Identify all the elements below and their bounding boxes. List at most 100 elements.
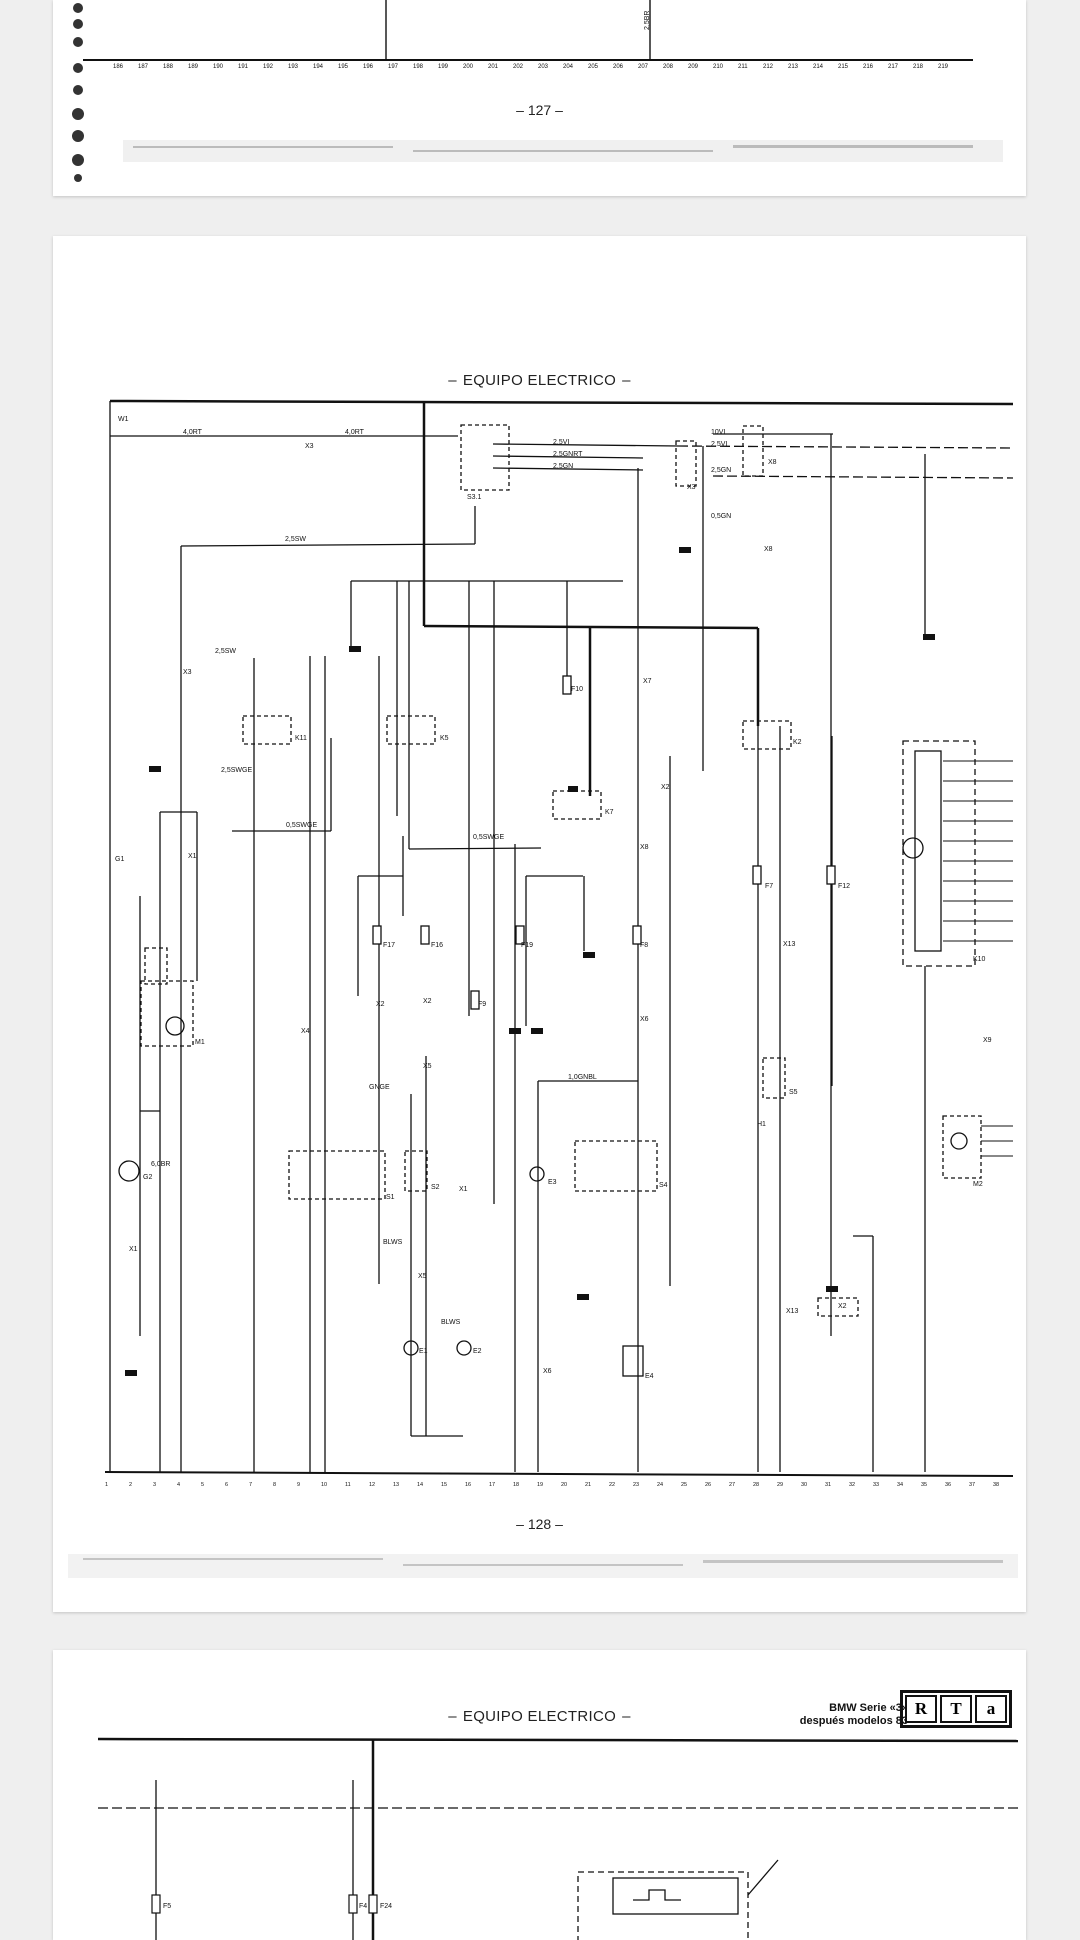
svg-text:F12: F12	[838, 883, 850, 890]
svg-text:2,5SWGE: 2,5SWGE	[221, 767, 252, 774]
svg-text:31: 31	[825, 1482, 831, 1488]
svg-text:F9: F9	[478, 1001, 486, 1008]
svg-text:BLWS: BLWS	[383, 1239, 403, 1246]
svg-text:195: 195	[338, 64, 349, 70]
svg-text:BLWS: BLWS	[441, 1319, 461, 1326]
svg-text:207: 207	[638, 64, 649, 70]
svg-text:2,5GN: 2,5GN	[553, 463, 573, 470]
svg-text:2,5SW: 2,5SW	[215, 648, 236, 655]
brand-line-2: después modelos 83	[799, 1715, 908, 1727]
header-text: EQUIPO ELECTRICO	[462, 372, 617, 389]
svg-text:27: 27	[729, 1482, 735, 1488]
page-129: –EQUIPO ELECTRICO– BMW Serie «3» después…	[53, 1650, 1026, 1940]
svg-text:W1: W1	[118, 416, 129, 423]
svg-text:192: 192	[263, 64, 274, 70]
svg-text:198: 198	[413, 64, 424, 70]
svg-text:X1: X1	[129, 1246, 138, 1253]
svg-text:204: 204	[563, 64, 574, 70]
svg-text:X8: X8	[768, 459, 777, 466]
svg-text:215: 215	[838, 64, 849, 70]
svg-text:F19: F19	[521, 942, 533, 949]
svg-text:22: 22	[609, 1482, 615, 1488]
svg-text:211: 211	[738, 64, 748, 70]
svg-text:35: 35	[921, 1482, 927, 1488]
svg-text:GNGE: GNGE	[369, 1084, 390, 1091]
svg-text:2: 2	[129, 1482, 132, 1488]
svg-text:212: 212	[763, 64, 774, 70]
svg-text:X4: X4	[301, 1028, 310, 1035]
svg-text:206: 206	[613, 64, 624, 70]
svg-text:F4: F4	[359, 1903, 367, 1910]
svg-text:38: 38	[993, 1482, 999, 1488]
svg-text:S5: S5	[789, 1089, 798, 1096]
svg-text:S1: S1	[386, 1194, 395, 1201]
svg-text:208: 208	[663, 64, 674, 70]
svg-text:X2: X2	[423, 998, 432, 1005]
svg-text:2,5SW: 2,5SW	[285, 536, 306, 543]
svg-text:K2: K2	[793, 739, 802, 746]
svg-text:189: 189	[188, 64, 199, 70]
svg-text:X13: X13	[786, 1308, 799, 1315]
svg-text:10VI: 10VI	[711, 429, 725, 436]
svg-text:G2: G2	[143, 1174, 152, 1181]
rta-logo: R T a	[900, 1690, 1012, 1728]
svg-text:X8: X8	[764, 546, 773, 553]
page-128: –EQUIPO ELECTRICO–	[53, 236, 1026, 1612]
svg-text:193: 193	[288, 64, 299, 70]
svg-text:X1: X1	[459, 1186, 468, 1193]
svg-text:20: 20	[561, 1482, 567, 1488]
svg-text:19: 19	[537, 1482, 543, 1488]
svg-text:190: 190	[213, 64, 224, 70]
brand-line-1: BMW Serie «3»	[829, 1702, 908, 1714]
svg-text:213: 213	[788, 64, 799, 70]
wire-label: 2,5BR	[644, 11, 651, 30]
svg-text:217: 217	[888, 64, 899, 70]
svg-text:S4: S4	[659, 1182, 668, 1189]
svg-text:F17: F17	[383, 942, 395, 949]
svg-text:218: 218	[913, 64, 924, 70]
svg-text:26: 26	[705, 1482, 711, 1488]
page-number: – 127 –	[516, 102, 563, 118]
svg-text:33: 33	[873, 1482, 879, 1488]
publication-brand: BMW Serie «3» después modelos 83	[800, 1702, 908, 1728]
svg-text:186: 186	[113, 64, 124, 70]
svg-text:E4: E4	[645, 1373, 654, 1380]
svg-text:14: 14	[417, 1482, 423, 1488]
svg-text:X7: X7	[643, 678, 652, 685]
svg-text:X5: X5	[418, 1273, 427, 1280]
svg-text:36: 36	[945, 1482, 951, 1488]
svg-text:2,5GN: 2,5GN	[711, 467, 731, 474]
svg-text:X3: X3	[305, 443, 314, 450]
svg-text:2,5VI: 2,5VI	[553, 439, 569, 446]
logo-letter: T	[940, 1695, 972, 1723]
svg-text:188: 188	[163, 64, 174, 70]
svg-text:25: 25	[681, 1482, 687, 1488]
svg-text:29: 29	[777, 1482, 783, 1488]
svg-text:219: 219	[938, 64, 949, 70]
svg-text:3: 3	[153, 1482, 156, 1488]
svg-text:16: 16	[465, 1482, 471, 1488]
svg-text:216: 216	[863, 64, 874, 70]
svg-text:H1: H1	[757, 1121, 766, 1128]
svg-text:2,5GNRT: 2,5GNRT	[553, 451, 583, 458]
svg-text:0,5SWGE: 0,5SWGE	[286, 822, 317, 829]
svg-text:1,0GNBL: 1,0GNBL	[568, 1074, 597, 1081]
logo-letter: a	[975, 1695, 1007, 1723]
svg-text:210: 210	[713, 64, 724, 70]
svg-text:X3: X3	[183, 669, 192, 676]
svg-text:37: 37	[969, 1482, 975, 1488]
svg-text:8: 8	[273, 1482, 276, 1488]
svg-text:203: 203	[538, 64, 549, 70]
svg-text:11: 11	[345, 1482, 351, 1488]
svg-text:4,0RT: 4,0RT	[345, 429, 365, 436]
svg-text:M2: M2	[973, 1181, 983, 1188]
svg-text:0,5GN: 0,5GN	[711, 513, 731, 520]
svg-text:5: 5	[201, 1482, 204, 1488]
svg-text:194: 194	[313, 64, 324, 70]
svg-text:K11: K11	[295, 735, 307, 742]
svg-text:K10: K10	[973, 956, 986, 963]
svg-text:6: 6	[225, 1482, 228, 1488]
svg-text:F24: F24	[380, 1903, 392, 1910]
svg-text:X9: X9	[983, 1037, 992, 1044]
